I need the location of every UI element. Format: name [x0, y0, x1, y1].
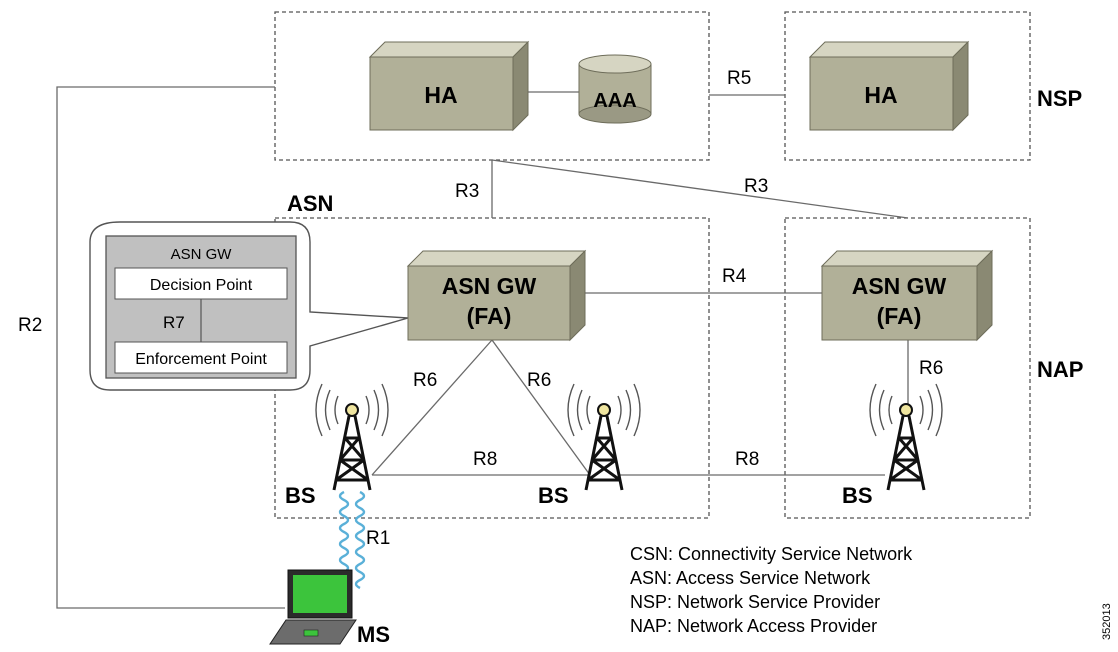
r4-label: R4 [722, 266, 747, 287]
legend-item: NAP: Network Access Provider [630, 616, 877, 636]
legend-item: CSN: Connectivity Service Network [630, 544, 913, 564]
asn-region-label: ASN [287, 191, 333, 216]
asn-gw-left-line2: (FA) [467, 303, 512, 329]
asn-gw-right-line1: ASN GW [852, 273, 947, 299]
r7-label: R7 [163, 313, 185, 332]
aaa-node: AAA [578, 54, 652, 124]
asn-gw-right-node: ASN GW (FA) [820, 249, 994, 342]
r1-label: R1 [366, 528, 390, 549]
bs-right-label: BS [842, 483, 873, 508]
r8-left-label: R8 [473, 449, 497, 470]
enforcement-point-box [114, 341, 288, 374]
callout-title: ASN GW [171, 246, 233, 263]
enforcement-point-label: Enforcement Point [135, 351, 267, 368]
decision-point-label: Decision Point [150, 277, 253, 294]
ha-csn-node: HA [368, 40, 530, 132]
nap-region-label: NAP [1037, 357, 1083, 382]
ms-label: MS [357, 622, 390, 647]
r5-label: R5 [727, 68, 751, 89]
ha-nsp-label: HA [864, 82, 897, 108]
r8-right-label: R8 [735, 449, 759, 470]
r2-label: R2 [18, 315, 42, 336]
r3-right-label: R3 [744, 176, 768, 197]
bs-middle-tower-icon [567, 383, 641, 491]
r6-left-link [371, 339, 493, 476]
bs-left-tower-icon [315, 383, 389, 491]
nsp-region [784, 11, 1031, 161]
r6-right-label: R6 [919, 358, 943, 379]
ha-nsp-node: HA [808, 40, 970, 132]
decision-point-box [114, 267, 288, 300]
legend-item: ASN: Access Service Network [630, 568, 871, 588]
asn-gw-left-node: ASN GW (FA) [406, 249, 587, 342]
r3-right-link [491, 159, 909, 219]
r6-left-label: R6 [413, 370, 437, 391]
nsp-region-label: NSP [1037, 86, 1082, 111]
image-id: 352013 [1101, 603, 1113, 640]
legend-item: NSP: Network Service Provider [630, 592, 880, 612]
bs-middle-label: BS [538, 483, 569, 508]
ms-laptop-icon [269, 569, 357, 645]
ha-csn-label: HA [424, 82, 457, 108]
bs-right-tower-icon [869, 383, 943, 491]
r2-link [56, 86, 285, 609]
asn-gw-right-line2: (FA) [877, 303, 922, 329]
aaa-label: AAA [593, 90, 636, 112]
r6-middle-label: R6 [527, 370, 551, 391]
r6-middle-link [491, 339, 591, 476]
bs-left-label: BS [285, 483, 316, 508]
asn-gw-left-line1: ASN GW [442, 273, 537, 299]
r3-left-label: R3 [455, 181, 479, 202]
